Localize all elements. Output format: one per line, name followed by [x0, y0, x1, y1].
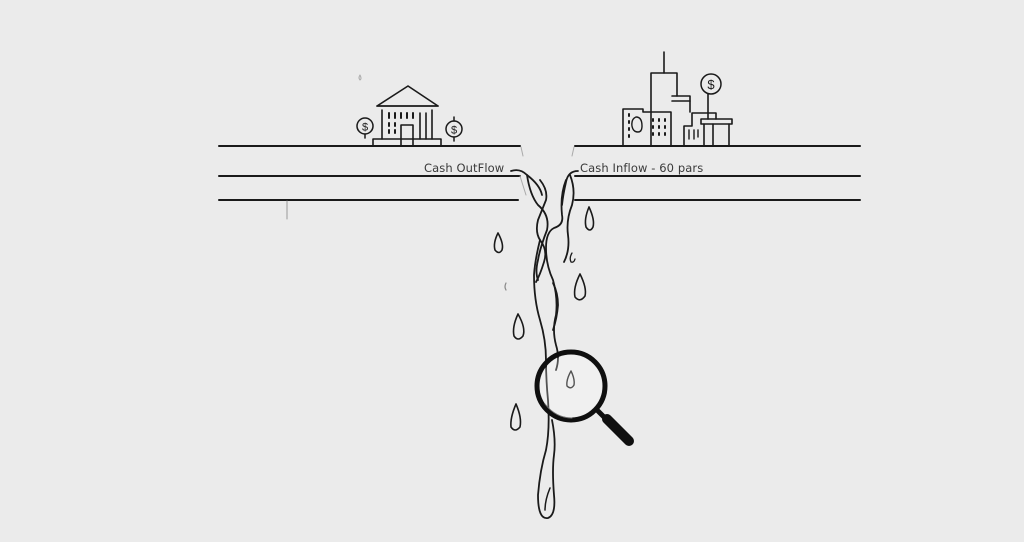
bank-building-icon	[372, 85, 442, 147]
svg-text:$: $	[362, 122, 368, 134]
magnifying-glass-icon	[534, 349, 634, 446]
cash-outflow-label: Cash OutFlow	[424, 161, 505, 175]
dollar-coin-icon: $	[445, 116, 463, 142]
leaking-stream	[526, 174, 575, 519]
svg-text:$: $	[707, 77, 715, 92]
left-ledger-lines	[218, 145, 521, 201]
city-skyline-icon	[622, 51, 733, 147]
cash-inflow-label: Cash Inflow - 60 pars	[580, 161, 704, 175]
water-drops	[493, 206, 595, 431]
svg-text:$: $	[451, 125, 457, 137]
dollar-coin-icon: $	[700, 73, 722, 95]
dollar-coin-icon: $	[356, 117, 374, 139]
